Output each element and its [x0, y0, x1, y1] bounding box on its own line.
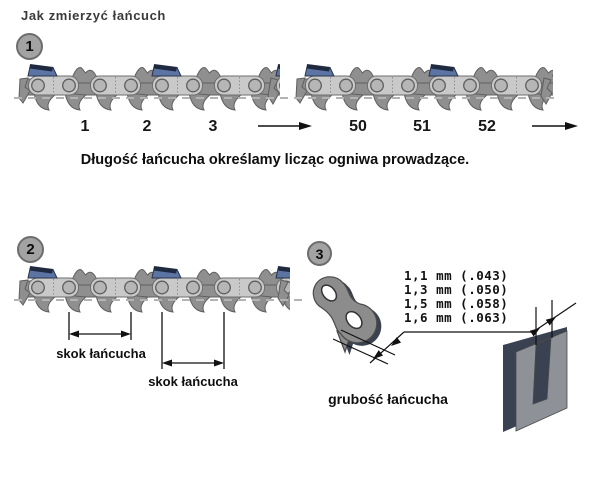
drive-link-illustration	[312, 276, 382, 355]
chain-centerline-dashed	[14, 97, 560, 99]
counting-caption: Długość łańcucha określamy licząc ogniwa…	[80, 152, 470, 168]
link-number: 51	[413, 118, 431, 135]
link-number: 50	[349, 118, 367, 135]
link-number: 1	[80, 118, 90, 135]
step-3-number: 3	[315, 245, 324, 262]
chain-centerline-dashed-2	[14, 299, 304, 301]
chain-segment-right	[295, 63, 553, 111]
page-title: Jak zmierzyć łańcuch	[21, 8, 166, 23]
gauge-value: 1,3 mm (.050)	[404, 282, 509, 297]
gauge-callout-lines	[332, 300, 577, 365]
step-1-number: 1	[25, 38, 34, 55]
link-number: 52	[478, 118, 496, 135]
step-1-badge: 1	[16, 33, 43, 60]
pitch-label: skok łańcucha	[56, 346, 146, 361]
continuation-arrows	[258, 122, 578, 130]
pitch-label: skok łańcucha	[148, 374, 238, 389]
step-2-badge: 2	[17, 236, 44, 263]
gauge-value: 1,1 mm (.043)	[404, 268, 509, 283]
chain-segment-left	[18, 63, 280, 111]
link-number: 2	[142, 118, 152, 135]
gauge-value-list: 1,1 mm (.043) 1,3 mm (.050) 1,5 mm (.058…	[404, 269, 508, 325]
step-3-badge: 3	[307, 241, 332, 266]
link-number: 3	[208, 118, 218, 135]
bar-groove-illustration	[503, 327, 568, 432]
gauge-value: 1,6 mm (.063)	[404, 310, 509, 325]
pitch-dimension-lines	[68, 312, 225, 369]
gauge-label: grubość łańcucha	[328, 391, 448, 407]
gauge-value: 1,5 mm (.058)	[404, 296, 509, 311]
step-2-number: 2	[26, 241, 35, 258]
